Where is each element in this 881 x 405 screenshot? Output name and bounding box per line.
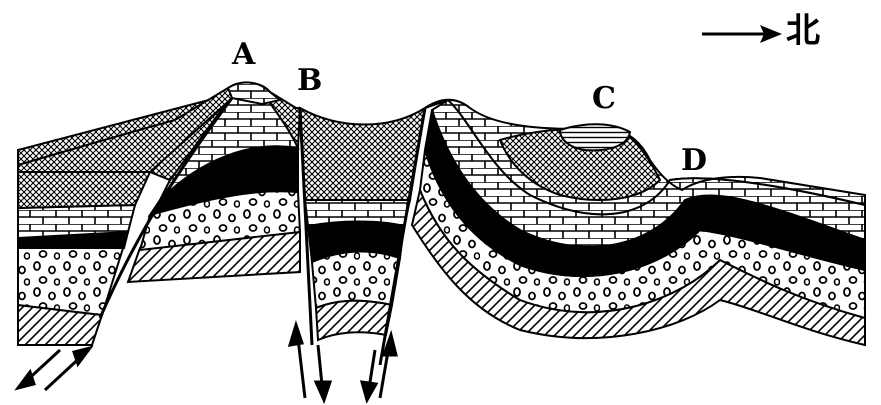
graben-b-block <box>300 108 425 340</box>
label-b: B <box>297 66 322 96</box>
east-block <box>412 100 865 345</box>
north-compass: 北 <box>700 12 860 56</box>
label-a: A <box>232 40 255 70</box>
label-c: C <box>592 84 616 114</box>
arrow-up-left-f2 <box>290 325 305 398</box>
label-d: D <box>681 146 707 176</box>
arrow-down-f3 <box>362 350 376 400</box>
arrow-down-f2 <box>316 345 330 400</box>
arrow-up-right <box>45 348 90 390</box>
north-arrow-icon <box>700 20 784 48</box>
left-block <box>18 172 150 345</box>
north-label: 北 <box>786 14 820 48</box>
